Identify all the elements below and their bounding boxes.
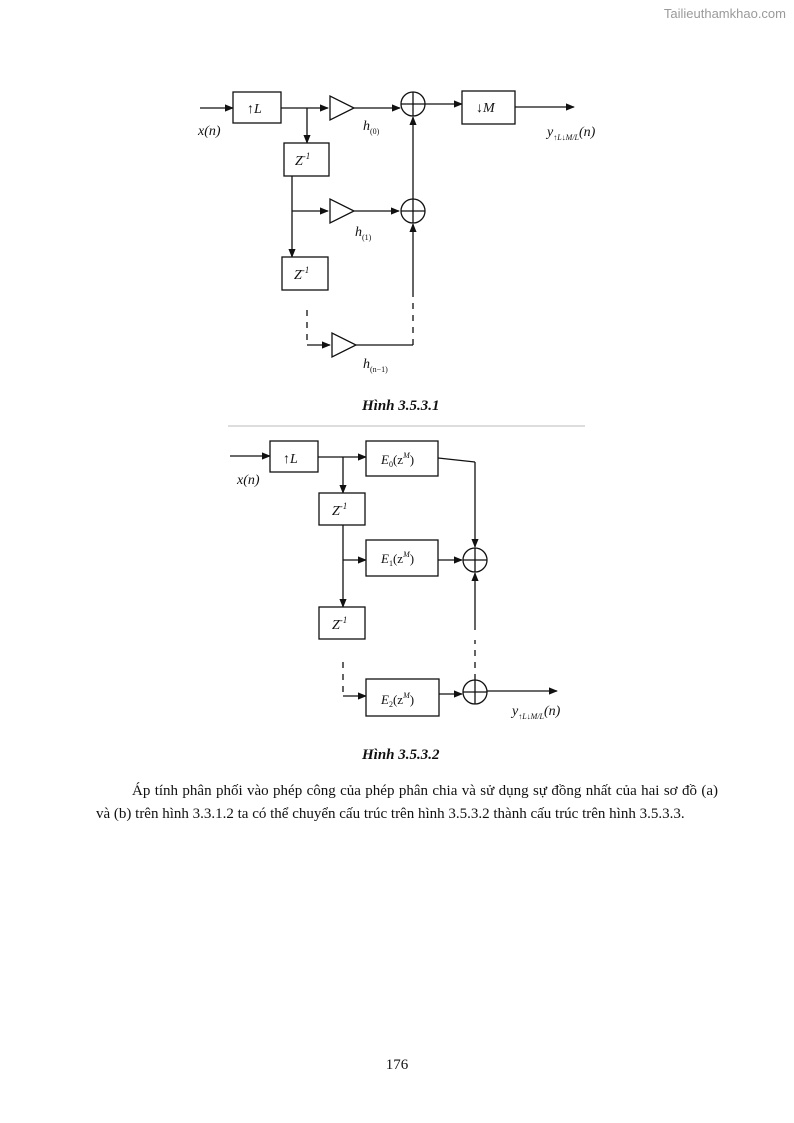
h0-label: h(0) xyxy=(363,119,380,136)
e1-label: E1(zM) xyxy=(380,550,414,568)
downsampler-box xyxy=(461,90,516,125)
h1-label: h(1) xyxy=(355,225,372,242)
input-label-fig2: x(n) xyxy=(236,473,260,488)
delay-label-fig2-1: Z-1 xyxy=(332,501,347,519)
output-label-fig2: y↑L↓M/L(n) xyxy=(510,704,561,721)
upsampler-box-fig2 xyxy=(269,440,319,473)
upsampler-label: ↑L xyxy=(247,102,262,117)
hn-label: h(n−1) xyxy=(363,357,388,374)
watermark-text: Tailieuthamkhao.com xyxy=(663,6,786,21)
e1-box xyxy=(365,539,439,577)
delay-label-1: Z-1 xyxy=(295,151,310,169)
gain-h0-triangle xyxy=(329,94,356,122)
e0-box xyxy=(365,440,439,477)
page-number: 176 xyxy=(385,1057,409,1073)
delay-box-fig2-2 xyxy=(318,606,366,640)
delay-box-1 xyxy=(283,142,330,177)
delay-box-fig2-1 xyxy=(318,492,366,526)
gain-hn-triangle xyxy=(331,331,358,359)
e2-box xyxy=(365,678,440,717)
upsampler-label-fig2: ↑L xyxy=(283,452,298,467)
e0-label: E0(zM) xyxy=(380,451,414,469)
output-label-fig1: y↑L↓M/L(n) xyxy=(545,125,596,142)
figure-caption-3532: Hình 3.5.3.2 xyxy=(362,747,440,763)
figure-caption-3531: Hình 3.5.3.1 xyxy=(362,398,440,414)
body-paragraph: Áp tính phân phối vào phép công của phép… xyxy=(96,783,718,822)
gain-h1-triangle xyxy=(329,197,356,225)
input-label-fig1: x(n) xyxy=(197,124,221,139)
delay-label-fig2-2: Z-1 xyxy=(332,615,347,633)
figure-3532 xyxy=(230,440,558,717)
delay-box-2 xyxy=(281,256,329,291)
delay-label-2: Z-1 xyxy=(294,265,309,283)
downsampler-label: ↓M xyxy=(476,101,496,116)
e2-label: E2(zM) xyxy=(380,691,414,709)
figure-3531 xyxy=(200,90,575,359)
